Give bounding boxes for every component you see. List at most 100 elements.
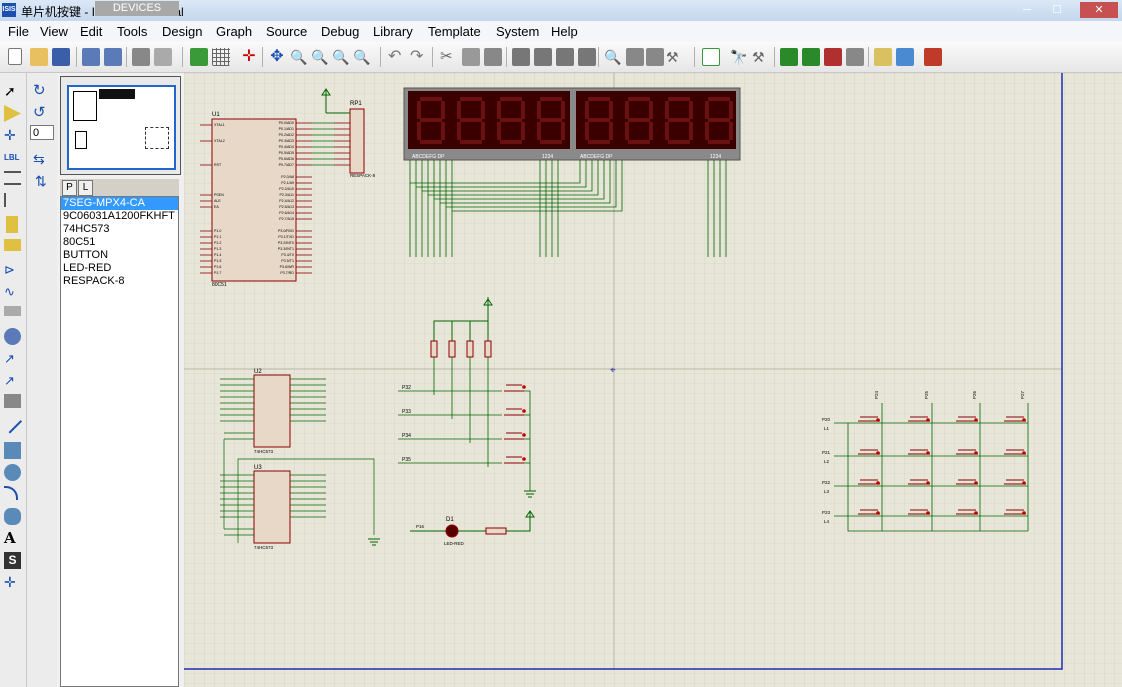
pullup-resistor[interactable] <box>466 340 474 358</box>
import-icon[interactable] <box>82 48 100 66</box>
rotation-angle-field[interactable]: 0 <box>30 125 54 140</box>
schematic-canvas[interactable]: U1 80C51 XTAL1 XTAL2 RST PSEN ALE EA P1.… <box>184 73 1122 687</box>
text-icon[interactable]: A <box>4 529 16 547</box>
device-item[interactable]: 80C51 <box>63 236 96 248</box>
text-script-icon[interactable] <box>4 171 21 185</box>
keypad-matrix[interactable]: P20 P21 P22 P23 L1 L2 L3 L4 P24 P25 P26 … <box>822 390 1029 532</box>
paste-icon[interactable] <box>484 48 502 66</box>
pullup-resistor[interactable] <box>448 340 456 358</box>
zoom-out-icon[interactable]: 🔍 <box>311 49 329 65</box>
close-button[interactable]: ✕ <box>1080 2 1118 18</box>
button-group[interactable]: P32 P33 P34 P35 <box>398 297 536 498</box>
pullup-resistor[interactable] <box>484 340 492 358</box>
search-icon[interactable]: 🔭 <box>730 49 748 65</box>
rotate-anticlockwise-icon[interactable]: ↺ <box>33 104 46 121</box>
new-sheet-icon[interactable] <box>780 48 798 66</box>
terminals-icon[interactable] <box>4 239 21 251</box>
device-item[interactable]: 9C06031A1200FKHFT <box>63 210 175 222</box>
symbol-icon[interactable]: S <box>4 552 21 569</box>
refresh-icon[interactable] <box>190 48 208 66</box>
line-icon[interactable] <box>2 414 23 434</box>
rp1-resistor-pack[interactable]: RP1 RESPACK-8 <box>312 88 376 178</box>
seven-segment-display[interactable]: ABCDEFG DP 1234 ABCDEFG DP 1234 <box>403 87 741 257</box>
rotate-clockwise-icon[interactable]: ↻ <box>33 82 46 99</box>
voltage-probe-icon[interactable]: ↗ <box>4 351 15 366</box>
mirror-x-icon[interactable]: ⇆ <box>33 151 45 167</box>
led-resistor[interactable] <box>485 527 507 535</box>
u2-latch[interactable]: U2 74HC573 <box>220 369 326 454</box>
component-mode-icon[interactable] <box>4 105 21 122</box>
new-icon[interactable] <box>8 48 22 65</box>
menu-library[interactable]: Library <box>373 24 413 39</box>
menu-graph[interactable]: Graph <box>216 24 253 39</box>
menu-tools[interactable]: Tools <box>117 24 148 39</box>
menu-design[interactable]: Design <box>162 24 203 39</box>
copy-icon[interactable] <box>462 48 480 66</box>
wire-label-icon[interactable]: LBL <box>4 153 20 162</box>
origin-icon[interactable]: ✛ <box>242 48 256 65</box>
block-move-icon[interactable] <box>534 48 552 66</box>
cut-icon[interactable]: ✂ <box>440 48 453 65</box>
overview-window[interactable] <box>60 76 181 175</box>
tape-recorder-icon[interactable] <box>4 306 21 316</box>
property-assign-icon[interactable]: ⚒ <box>752 49 765 65</box>
device-item[interactable]: RESPACK-8 <box>63 275 125 287</box>
save-icon[interactable] <box>52 48 70 66</box>
print-icon[interactable] <box>132 48 150 66</box>
mirror-y-icon[interactable]: ⇅ <box>35 173 47 189</box>
zoom-in-icon[interactable]: 🔍 <box>290 49 308 65</box>
block-rotate-icon[interactable] <box>556 48 574 66</box>
pick-device-tab[interactable]: P <box>62 180 77 196</box>
selection-mode-icon[interactable]: ➚ <box>4 83 16 99</box>
make-device-icon[interactable] <box>626 48 644 66</box>
path-icon[interactable] <box>4 508 21 525</box>
decompose-icon[interactable]: ⚒ <box>666 49 679 65</box>
wire-autoroute-icon[interactable] <box>702 48 720 66</box>
menu-help[interactable]: Help <box>551 24 578 39</box>
zoom-area-icon[interactable]: 🔍 <box>353 49 371 65</box>
remove-sheet-icon[interactable] <box>824 48 842 66</box>
pan-icon[interactable]: ✥ <box>270 48 284 65</box>
bill-of-materials-icon[interactable] <box>874 48 892 66</box>
menu-edit[interactable]: Edit <box>80 24 103 39</box>
device-item[interactable]: BUTTON <box>63 249 109 261</box>
menu-template[interactable]: Template <box>428 24 481 39</box>
menu-view[interactable]: View <box>40 24 68 39</box>
device-pins-icon[interactable]: ⊳ <box>4 262 15 277</box>
u3-latch[interactable]: U3 74HC573 <box>220 439 380 550</box>
current-probe-icon[interactable]: ↗ <box>4 373 15 388</box>
electrical-check-icon[interactable] <box>896 48 914 66</box>
marker-icon[interactable]: ✛ <box>4 574 16 590</box>
block-delete-icon[interactable] <box>578 48 596 66</box>
device-item[interactable]: 74HC573 <box>63 223 110 235</box>
generator-mode-icon[interactable] <box>4 328 21 345</box>
d1-led[interactable]: D1 P16 LED-RED <box>410 510 535 546</box>
u1-microcontroller[interactable]: U1 80C51 XTAL1 XTAL2 RST PSEN ALE EA P1.… <box>200 112 312 288</box>
arc-icon[interactable] <box>4 486 18 500</box>
maximize-button[interactable]: ☐ <box>1052 4 1062 16</box>
grid-icon[interactable] <box>212 48 230 66</box>
menu-debug[interactable]: Debug <box>321 24 360 39</box>
add-sheet-icon[interactable] <box>802 48 820 66</box>
bus-icon[interactable] <box>4 193 23 207</box>
pullup-resistor[interactable] <box>430 340 438 358</box>
block-copy-icon[interactable] <box>512 48 530 66</box>
graph-mode-icon[interactable]: ∿ <box>4 284 15 299</box>
zoom-all-icon[interactable]: 🔍 <box>332 49 350 65</box>
virtual-instruments-icon[interactable] <box>4 394 21 408</box>
exit-to-parent-icon[interactable] <box>846 48 864 66</box>
menu-system[interactable]: System <box>496 24 540 39</box>
circle-icon[interactable] <box>4 464 21 481</box>
minimize-button[interactable]: ─ <box>1023 4 1031 16</box>
undo-icon[interactable]: ↶ <box>388 48 402 65</box>
menu-file[interactable]: File <box>8 24 29 39</box>
open-icon[interactable] <box>30 48 48 66</box>
junction-dot-icon[interactable]: ✛ <box>4 127 16 143</box>
device-item[interactable]: 7SEG-MPX4-CA <box>61 197 178 210</box>
redo-icon[interactable]: ↷ <box>410 48 424 65</box>
subcircuit-icon[interactable] <box>6 216 18 233</box>
library-tab[interactable]: L <box>78 180 93 196</box>
print-setup-icon[interactable] <box>154 48 172 66</box>
export-icon[interactable] <box>104 48 122 66</box>
device-item[interactable]: LED-RED <box>63 262 112 274</box>
